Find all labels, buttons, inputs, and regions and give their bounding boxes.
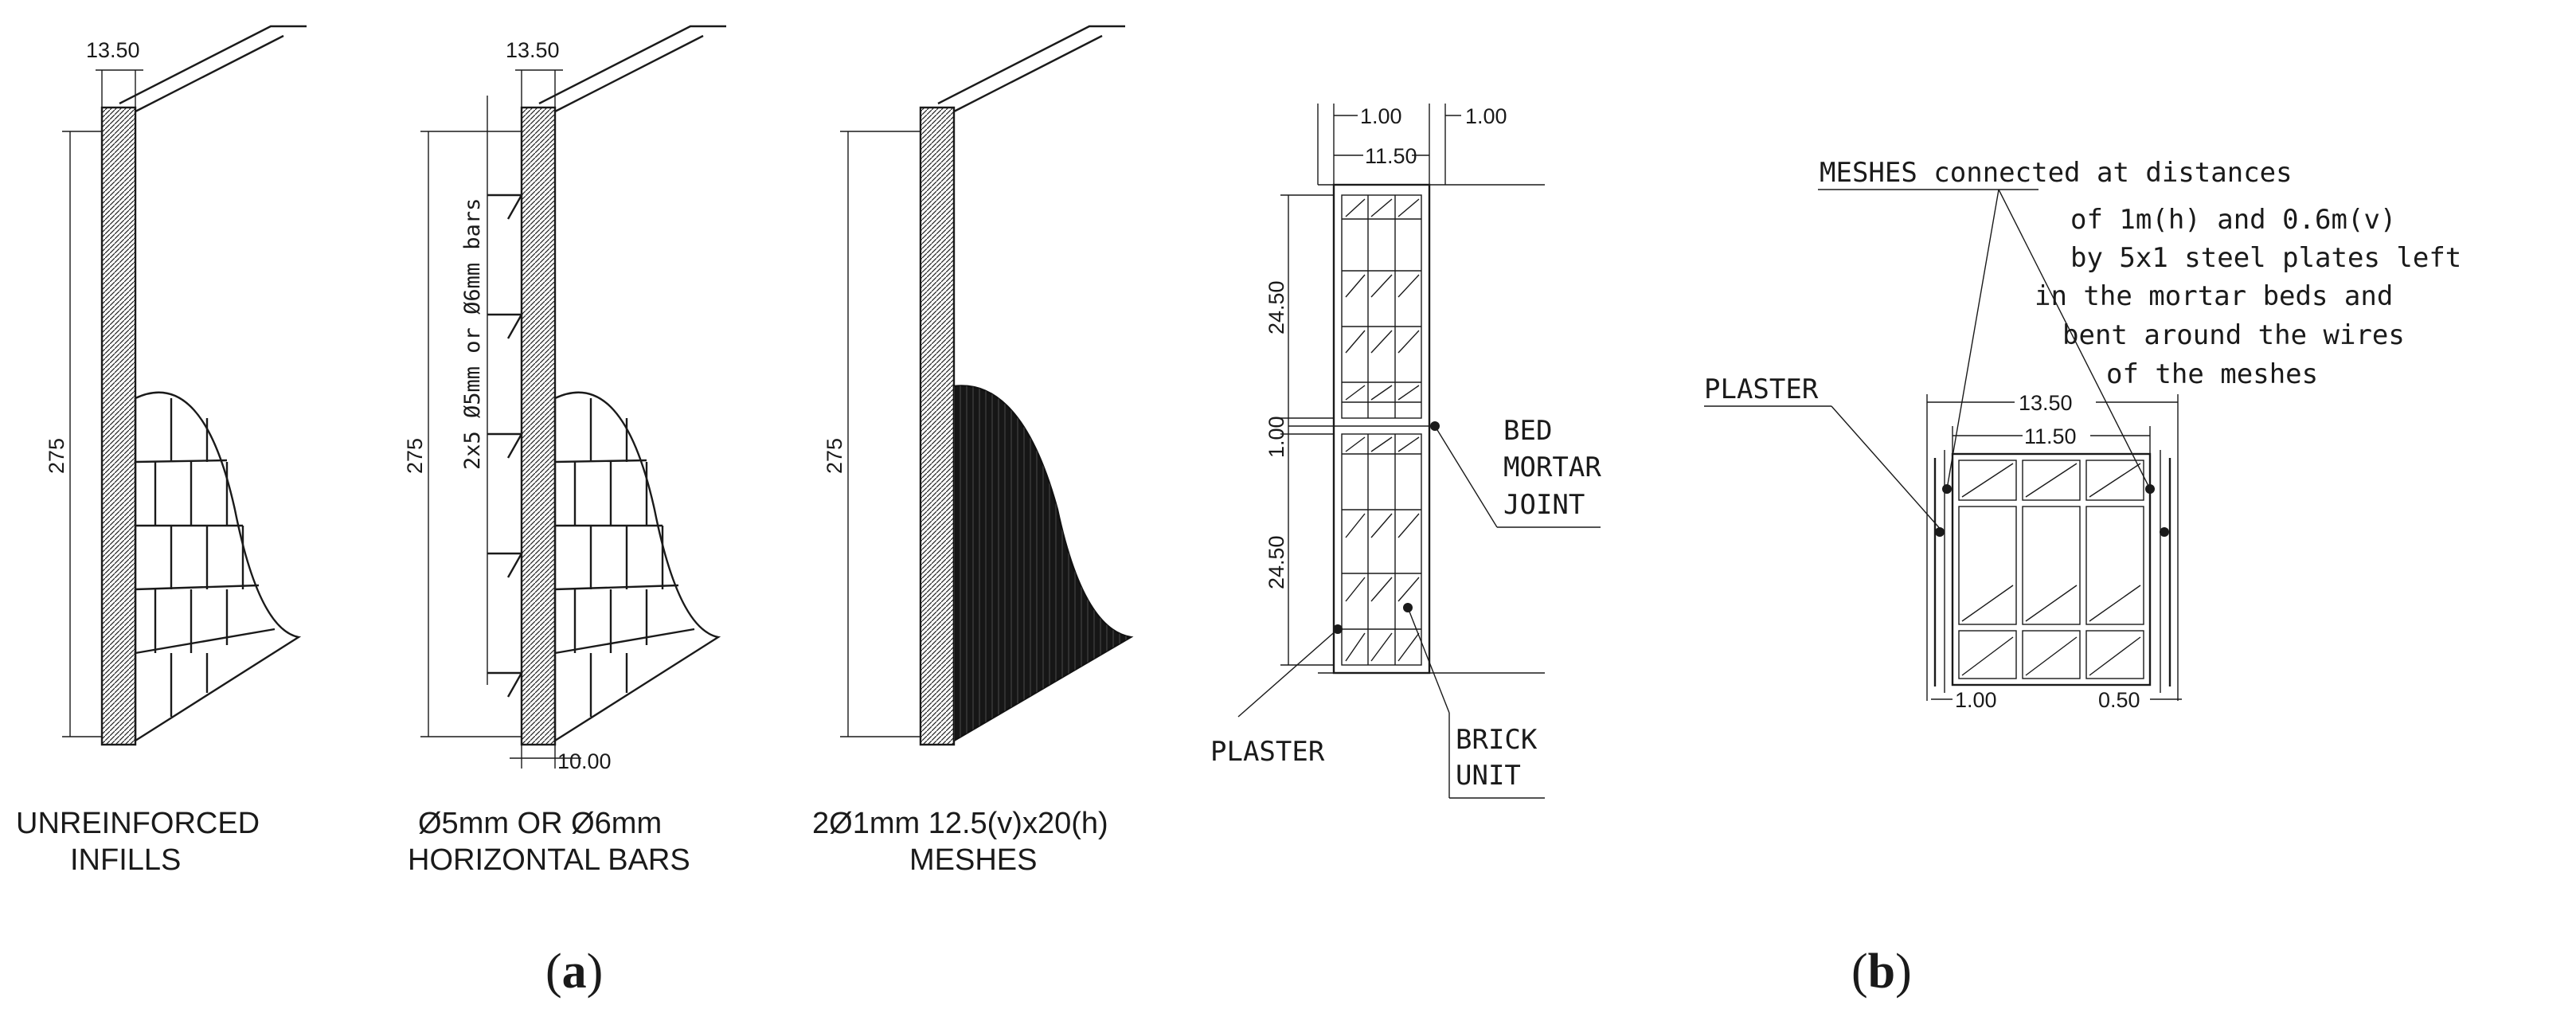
wall-section [520, 106, 557, 746]
label-mortar: MORTAR [1503, 452, 1601, 483]
wall-unreinforced: 13.50 275 [16, 25, 307, 877]
section-outline [1332, 183, 1431, 675]
brick-plan-cells [1958, 460, 2144, 679]
plan-dim-left: 1.00 [1955, 688, 1997, 712]
wall-height-dim: 275 [45, 438, 68, 474]
wall-section [919, 106, 956, 746]
wall-caption-line1: UNREINFORCED [16, 807, 260, 840]
wall-height-dim: 275 [823, 438, 846, 474]
plan-dim-inner: 11.50 [2024, 424, 2077, 448]
wall-caption-line2: INFILLS [70, 843, 181, 877]
plan-dim-outer: 13.50 [2019, 391, 2073, 415]
label-unit: UNIT [1456, 760, 1521, 792]
panel-a: 13.50 275 [16, 25, 1134, 999]
wall-thickness-dim: 13.50 [86, 38, 140, 62]
wall-thickness-dim: 13.50 [506, 38, 560, 62]
bar-spacing-label: 2x5 Ø5mm or Ø6mm bars [460, 198, 485, 470]
note-line: of 1m(h) and 0.6m(v) [2070, 204, 2396, 236]
label-bed: BED [1503, 415, 1552, 447]
label-brick: BRICK [1456, 724, 1538, 756]
wall-height-dim: 275 [403, 438, 427, 474]
wall-caption-line2: HORIZONTAL BARS [408, 843, 690, 877]
caption-b: (b) [1851, 945, 1912, 999]
note-line: in the mortar beds and [2035, 280, 2393, 312]
wall-caption-line1: Ø5mm OR Ø6mm [418, 807, 662, 840]
panel-b-plan: MESHES connected at distances of 1m(h) a… [1704, 157, 2461, 999]
dim-core: 11.50 [1365, 144, 1417, 168]
brick-plan [1951, 452, 2152, 686]
wall-section [100, 106, 137, 746]
panel-b-section: 1.00 1.00 11.50 24.50 1.00 24.50 [1210, 104, 1601, 799]
note-line: by 5x1 steel plates left [2070, 242, 2461, 274]
dim-plaster-left: 1.00 [1360, 104, 1402, 128]
label-plaster: PLASTER [1210, 736, 1325, 768]
note-line: MESHES connected at distances [1820, 157, 2293, 189]
wall-caption-line1: 2Ø1mm 12.5(v)x20(h) [812, 807, 1108, 840]
plaster-label: PLASTER [1704, 374, 1819, 405]
note-line: bent around the wires [2062, 319, 2405, 351]
wall-caption-line2: MESHES [909, 843, 1037, 877]
brick-cells [1342, 195, 1421, 665]
caption-a: (a) [545, 945, 603, 999]
dim-mortar: 1.00 [1265, 416, 1288, 458]
dim-plaster-right: 1.00 [1465, 104, 1507, 128]
brick-face [553, 391, 721, 743]
dim-brick-lower: 24.50 [1265, 535, 1288, 589]
wall-meshes: 275 2Ø1mm 12.5(v)x20(h) MESHES [812, 25, 1134, 877]
wall-base-dim: 10.00 [557, 749, 612, 773]
note-line: of the meshes [2106, 358, 2318, 390]
wall-horizontal-bars: 13.50 275 2x5 Ø5mm or Ø6mm bars [403, 25, 726, 877]
label-joint: JOINT [1503, 489, 1585, 521]
brick-face [134, 391, 302, 743]
plan-dim-right: 0.50 [2098, 688, 2140, 712]
mesh-note: MESHES connected at distances of 1m(h) a… [1820, 157, 2461, 390]
dim-brick-upper: 24.50 [1265, 280, 1288, 334]
mesh-face [952, 385, 1134, 743]
